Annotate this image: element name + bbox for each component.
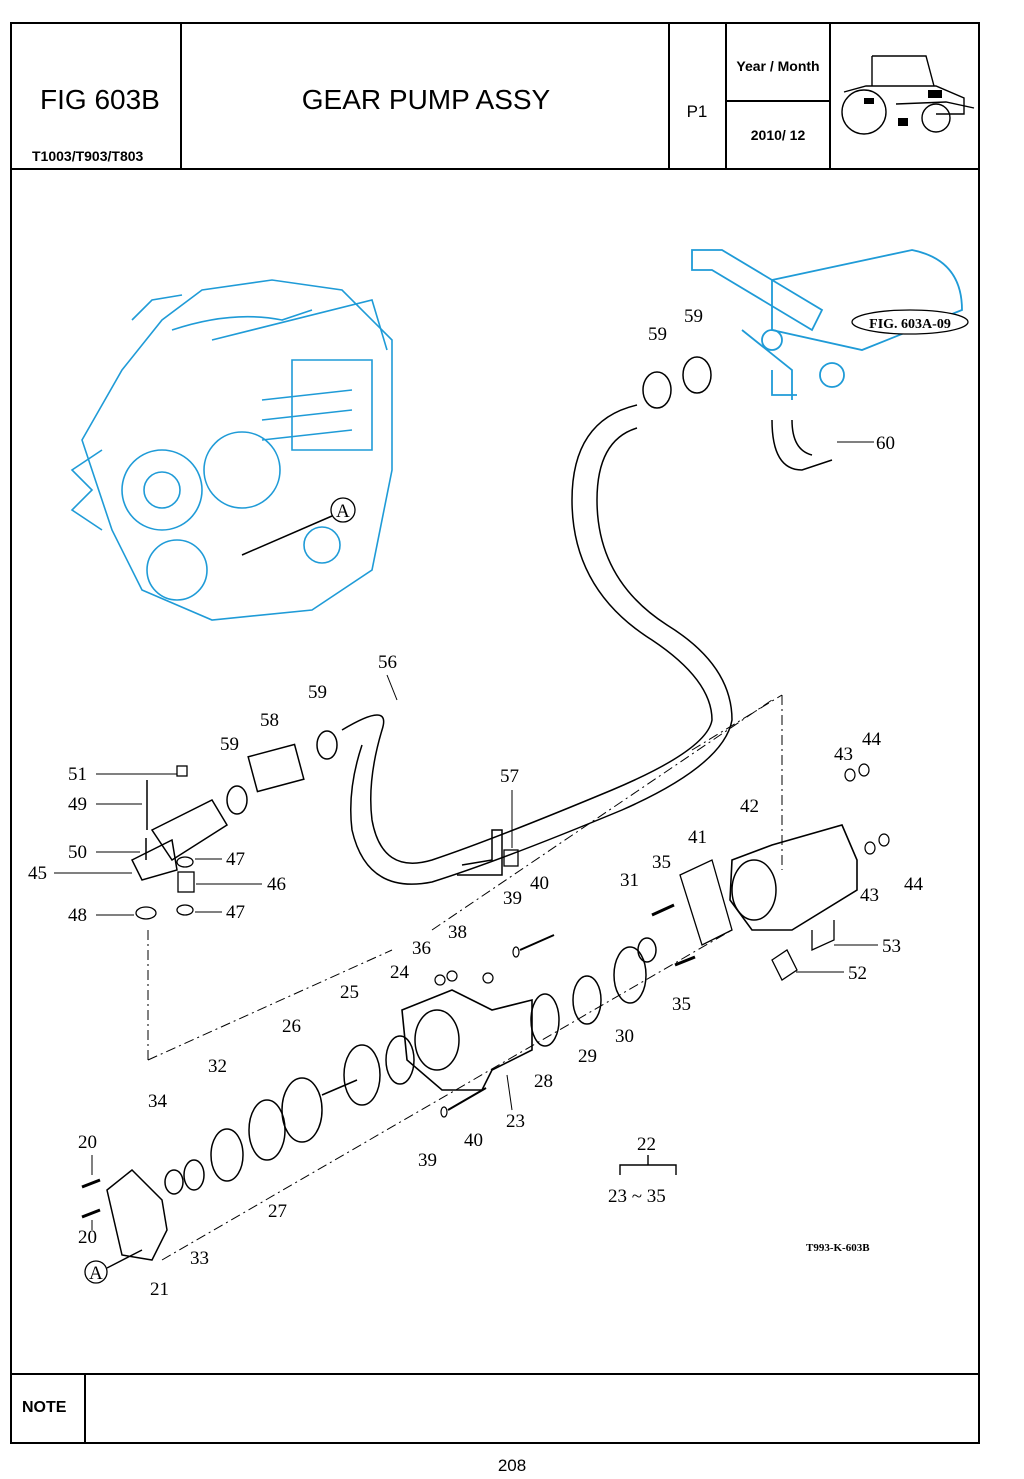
svg-text:51: 51 [68, 764, 87, 785]
tractor-side-view-icon [841, 55, 975, 135]
svg-text:25: 25 [340, 982, 359, 1003]
note-label: NOTE [22, 1399, 67, 1416]
svg-text:35: 35 [672, 994, 691, 1015]
header-col-line [725, 22, 727, 170]
svg-text:38: 38 [448, 922, 467, 943]
header-col-line [180, 22, 182, 170]
svg-text:59: 59 [648, 324, 667, 345]
svg-text:41: 41 [688, 827, 707, 848]
svg-text:35: 35 [652, 852, 671, 873]
svg-text:27: 27 [268, 1201, 287, 1222]
svg-text:28: 28 [534, 1071, 553, 1092]
sheet-frame [10, 22, 980, 1444]
svg-text:44: 44 [862, 729, 882, 750]
svg-text:42: 42 [740, 796, 759, 817]
svg-text:43: 43 [860, 885, 879, 906]
svg-text:32: 32 [208, 1056, 227, 1077]
svg-text:20: 20 [78, 1227, 97, 1248]
svg-text:43: 43 [834, 744, 853, 765]
svg-text:40: 40 [530, 873, 549, 894]
svg-text:39: 39 [418, 1150, 437, 1171]
view-marker-cover: A [89, 1263, 103, 1284]
year-month-value: 2010/ 12 [750, 127, 806, 143]
svg-text:47: 47 [226, 849, 245, 870]
header-col-line [668, 22, 670, 170]
note-divider [10, 1373, 980, 1375]
group-label: 22 [637, 1134, 656, 1155]
page-title: GEAR PUMP ASSY [301, 84, 551, 115]
svg-text:53: 53 [882, 936, 901, 957]
svg-text:24: 24 [390, 962, 410, 983]
svg-text:57: 57 [500, 766, 519, 787]
svg-text:39: 39 [503, 888, 522, 909]
svg-text:58: 58 [260, 710, 279, 731]
svg-text:49: 49 [68, 794, 87, 815]
svg-text:59: 59 [308, 682, 327, 703]
note-col-line [84, 1373, 86, 1444]
exploded-parts-diagram: A FIG. 603A-09 60 59 59 56 58 59 59 51 4… [28, 249, 969, 1300]
svg-text:34: 34 [148, 1091, 168, 1112]
page-number: 208 [497, 1456, 527, 1475]
svg-text:40: 40 [464, 1130, 483, 1151]
svg-text:48: 48 [68, 905, 87, 926]
svg-text:30: 30 [615, 1026, 634, 1047]
header-row-line [725, 100, 831, 102]
svg-text:36: 36 [412, 938, 431, 959]
svg-text:59: 59 [220, 734, 239, 755]
cross-reference-label: FIG. 603A-09 [869, 317, 951, 332]
figure-number: FIG 603B [40, 84, 160, 115]
header-col-line [829, 22, 831, 170]
svg-text:23: 23 [506, 1111, 525, 1132]
svg-text:21: 21 [150, 1279, 169, 1300]
svg-text:45: 45 [28, 863, 47, 884]
header-divider [10, 168, 980, 170]
engine-block-icon [70, 279, 393, 621]
svg-text:46: 46 [267, 874, 286, 895]
svg-text:20: 20 [78, 1132, 97, 1153]
page-reference: P1 [686, 102, 708, 121]
svg-text:60: 60 [876, 433, 895, 454]
svg-text:52: 52 [848, 963, 867, 984]
svg-text:59: 59 [684, 306, 703, 327]
svg-text:50: 50 [68, 842, 87, 863]
model-list: T1003/T903/T803 [32, 148, 144, 164]
svg-text:26: 26 [282, 1016, 301, 1037]
drawing-code: T993-K-603B [806, 1242, 870, 1254]
svg-text:44: 44 [904, 874, 924, 895]
svg-text:31: 31 [620, 870, 639, 891]
group-range: 23 ~ 35 [608, 1186, 666, 1207]
svg-text:56: 56 [378, 652, 397, 673]
svg-text:29: 29 [578, 1046, 597, 1067]
view-marker-engine: A [336, 501, 350, 522]
year-month-label: Year / Month [736, 58, 820, 74]
svg-text:33: 33 [190, 1248, 209, 1269]
svg-text:47: 47 [226, 902, 245, 923]
